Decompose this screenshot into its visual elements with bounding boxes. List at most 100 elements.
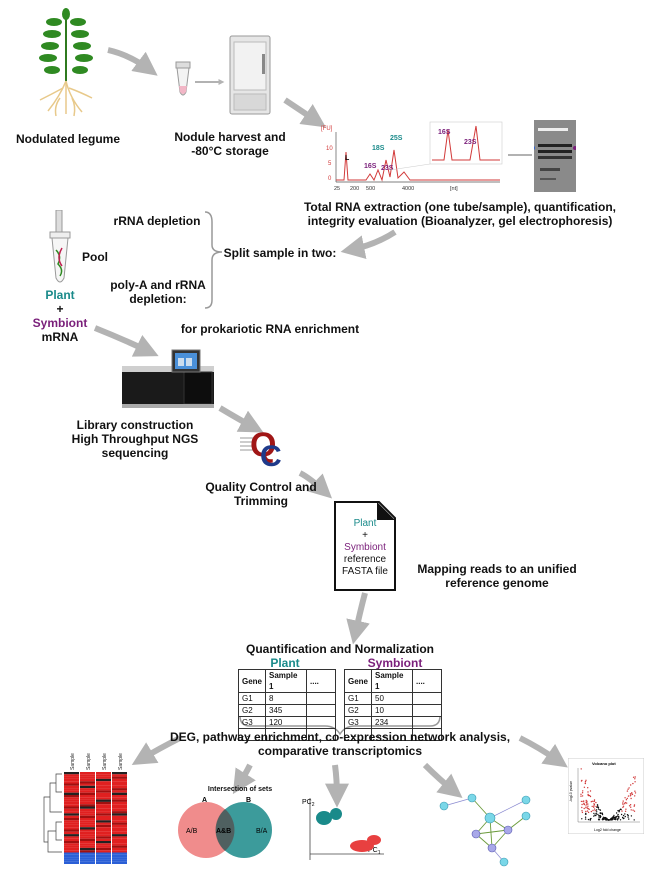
volcano-point	[589, 790, 592, 792]
volcano-point	[593, 804, 596, 806]
arrow-harvest-to-extraction	[283, 97, 326, 128]
volcano-point	[622, 802, 624, 804]
venn-left: A/B	[186, 828, 198, 835]
peak-16s: 16S	[364, 163, 377, 170]
table-cell: 345	[265, 704, 308, 717]
heatmap-cell	[112, 827, 127, 830]
volcano-point	[589, 795, 592, 798]
heatmap-cell	[96, 815, 111, 818]
xtick-200: 200	[350, 186, 359, 192]
volcano-point	[625, 808, 627, 810]
volcano-point	[581, 792, 584, 794]
table-row: .........	[237, 728, 337, 741]
heatmap-cell	[64, 799, 79, 802]
header-cell: ....	[412, 669, 443, 693]
volcano-point	[585, 805, 587, 807]
legume-plant-icon	[39, 8, 93, 117]
volcano-point	[596, 806, 598, 808]
heatmap-column-label: Sample 3	[102, 752, 108, 770]
volcano-point	[604, 816, 606, 819]
volcano-point	[625, 799, 628, 801]
deg-text: DEG, pathway enrichment, co-expression n…	[169, 730, 511, 758]
heatmap-cell	[112, 829, 127, 832]
heatmap-cell	[80, 852, 95, 855]
heatmap-cell	[80, 788, 95, 791]
volcano-point	[583, 807, 585, 810]
arrow-to-pca	[324, 764, 349, 808]
volcano-point	[628, 805, 631, 807]
volcano-point	[582, 790, 584, 792]
heatmap-cell	[80, 806, 95, 809]
volcano-point	[627, 795, 630, 797]
arrow-fasta-to-quant	[346, 592, 370, 645]
table-row: .........	[343, 728, 443, 741]
volcano-point	[597, 813, 599, 816]
heatmap-cell	[96, 799, 111, 802]
volcano-point	[631, 792, 633, 794]
heatmap-cell	[112, 774, 127, 777]
heatmap-cell	[64, 845, 79, 848]
heatmap-cell	[64, 841, 79, 844]
volcano-point	[617, 810, 619, 812]
heatmap-cell	[112, 847, 127, 851]
volcano-plot: Volcano plot Log2 fold change -log10 pva…	[568, 758, 644, 834]
polya-text: poly-A and rRNA depletion:	[110, 278, 206, 306]
heatmap-cell	[112, 790, 127, 793]
volcano-point	[582, 800, 584, 803]
volcano-point	[629, 795, 632, 797]
heatmap-cell	[64, 811, 79, 814]
freezer-icon	[229, 35, 271, 115]
extraction-label: Total RNA extraction (one tube/sample), …	[290, 200, 630, 228]
volcano-point	[583, 803, 585, 805]
plant-table-title: Plant	[270, 656, 300, 670]
heatmap-cell	[80, 845, 95, 848]
heatmap-cell	[112, 797, 127, 800]
volcano-point	[615, 812, 618, 814]
volcano-point	[627, 788, 629, 790]
heatmap-cell	[96, 843, 111, 846]
volcano-point	[584, 813, 587, 815]
heatmap-cell	[64, 801, 79, 805]
volcano-point	[593, 800, 595, 803]
heatmap-cell	[80, 834, 95, 837]
volcano-point	[586, 800, 588, 802]
volcano-point	[597, 805, 599, 807]
svg-text:C: C	[260, 440, 282, 470]
heatmap-cell	[64, 790, 79, 793]
harvest-label: Nodule harvest and -80°C storage	[165, 130, 295, 158]
heatmap-cell	[64, 772, 79, 775]
arrow-to-network	[422, 762, 463, 798]
heatmap-cell	[112, 772, 127, 775]
heatmap-cell	[112, 788, 127, 791]
heatmap-cell	[96, 836, 111, 839]
heatmap-cell	[64, 774, 79, 777]
fasta-line1: reference	[343, 554, 387, 565]
heatmap-cell	[112, 783, 127, 786]
heatmap-cell	[96, 820, 111, 823]
volcano-point	[581, 795, 584, 797]
heatmap-cell	[112, 834, 127, 837]
volcano-point	[629, 804, 632, 806]
heatmap-cell	[112, 815, 127, 818]
fasta-symbiont: Symbiont	[344, 542, 386, 553]
heatmap-cell	[80, 827, 95, 830]
volcano-point	[599, 812, 601, 814]
volcano-point	[593, 799, 596, 801]
heatmap-cell	[64, 831, 79, 835]
heatmap-cell	[96, 781, 111, 784]
heatmap-cell	[96, 824, 111, 828]
venn-a: A	[202, 797, 207, 804]
heatmap-cell	[64, 836, 79, 839]
volcano-point	[632, 809, 634, 811]
mapping-label: Mapping reads to an unified reference ge…	[402, 562, 592, 590]
library-text: Library construction High Throughput NGS…	[71, 418, 199, 460]
volcano-point	[621, 816, 624, 819]
volcano-point	[584, 782, 586, 784]
heatmap-cell	[96, 783, 111, 786]
extraction-text: Total RNA extraction (one tube/sample), …	[303, 200, 617, 228]
volcano-point	[586, 807, 588, 809]
volcano-point	[585, 779, 587, 781]
